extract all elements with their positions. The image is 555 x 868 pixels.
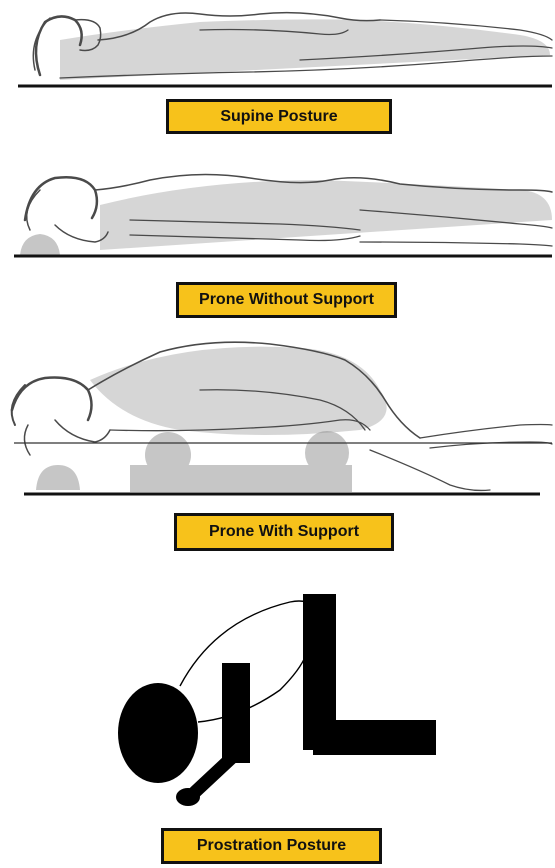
head-pad-icon — [36, 465, 80, 490]
chest-bolster-icon — [145, 432, 191, 478]
hip-bolster-icon — [305, 431, 349, 475]
prostration-label: Prostration Posture — [161, 828, 382, 864]
hand-icon — [176, 788, 200, 806]
prone-without-support-label: Prone Without Support — [176, 282, 397, 318]
forehead-pad-icon — [20, 234, 60, 255]
prone-without-support-panel: Prone Without Support — [0, 150, 555, 325]
prostration-stick-figure — [0, 580, 555, 840]
supine-label: Supine Posture — [166, 99, 392, 134]
prone-with-support-label: Prone With Support — [174, 513, 394, 551]
prostration-panel: Prostration Posture — [0, 580, 555, 868]
head-oval-icon — [118, 683, 198, 783]
prone-with-support-panel: Prone With Support — [0, 330, 555, 560]
foot-block-icon — [313, 720, 436, 755]
supine-panel: Supine Posture — [0, 0, 555, 140]
